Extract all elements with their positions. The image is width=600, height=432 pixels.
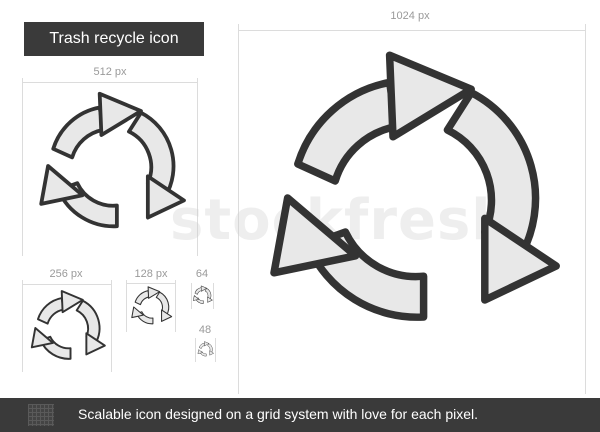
guide-line-256-left	[22, 280, 23, 372]
guide-line-1024-left	[238, 24, 239, 394]
size-label-512: 512 px	[93, 66, 127, 78]
size-label-64: 64	[195, 268, 209, 280]
recycle-arrows-icon-64	[193, 285, 213, 304]
recycle-arrows-icon	[23, 284, 111, 372]
title-text: Trash recycle icon	[49, 30, 179, 47]
guide-line-64-left	[191, 283, 192, 309]
recycle-arrows-icon	[191, 284, 214, 307]
guide-line-64-right	[213, 283, 214, 309]
guide-line-256-top	[22, 284, 112, 285]
size-label-128: 128 px	[134, 268, 168, 280]
guide-line-48-left	[195, 338, 196, 362]
guide-line-128-right	[175, 280, 176, 332]
title-banner: Trash recycle icon	[24, 22, 204, 56]
footer-bar: Scalable icon designed on a grid system …	[0, 398, 600, 432]
recycle-arrows-icon	[196, 340, 215, 359]
guide-line-128-top	[126, 283, 176, 284]
size-label-48: 48	[198, 324, 212, 336]
size-label-1024: 1024 px	[390, 10, 430, 22]
grid-icon	[28, 404, 54, 426]
recycle-arrows-icon	[240, 28, 580, 368]
guide-line-1024-right	[585, 24, 586, 394]
guide-line-512-right	[197, 78, 198, 256]
guide-line-256-right	[111, 280, 112, 372]
recycle-arrows-icon-128	[131, 286, 173, 325]
guide-line-512-left	[22, 78, 23, 256]
footer-text: Scalable icon designed on a grid system …	[78, 406, 478, 422]
guide-line-512-top	[22, 82, 198, 83]
recycle-arrows-icon-512	[39, 91, 186, 229]
recycle-arrows-icon-1024	[240, 28, 580, 368]
guide-line-128-left	[126, 280, 127, 332]
recycle-arrows-icon-256	[30, 290, 106, 360]
size-label-256: 256 px	[49, 268, 83, 280]
guide-line-48-right	[215, 338, 216, 362]
guide-line-1024-top	[238, 30, 586, 31]
recycle-arrows-icon-48	[197, 341, 214, 357]
recycle-arrows-icon	[24, 80, 196, 252]
recycle-arrows-icon	[127, 283, 175, 331]
